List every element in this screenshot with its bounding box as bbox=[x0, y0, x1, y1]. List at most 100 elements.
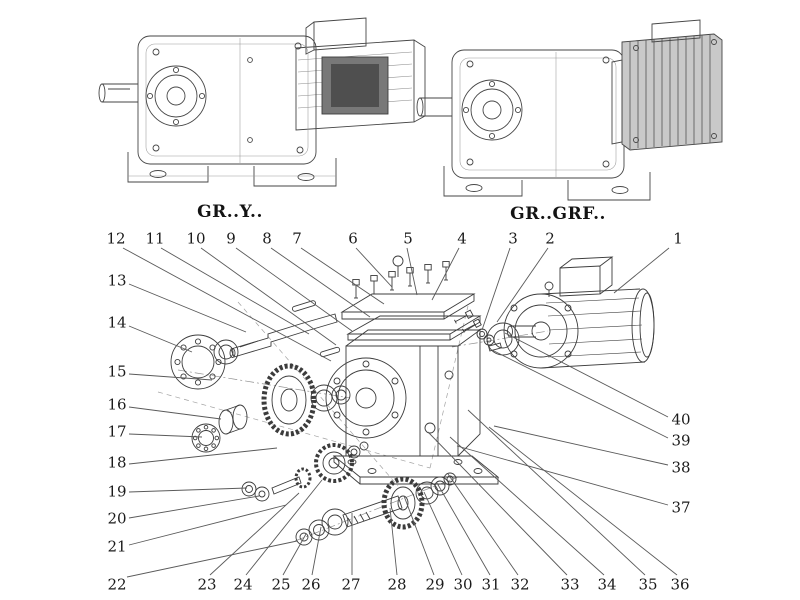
leader-line-37 bbox=[456, 445, 669, 506]
callout-13: 13 bbox=[107, 271, 127, 290]
flange-motor-block bbox=[621, 33, 723, 151]
gear-housing bbox=[325, 329, 482, 457]
callout-9: 9 bbox=[226, 229, 236, 248]
gearbox-housing-left bbox=[137, 35, 317, 165]
callout-3: 3 bbox=[508, 229, 518, 248]
leader-line-17 bbox=[128, 433, 203, 438]
leader-line-31 bbox=[436, 482, 491, 576]
leader-line-28 bbox=[389, 507, 398, 576]
large-gear bbox=[261, 363, 317, 437]
oil-plug bbox=[444, 370, 454, 380]
leader-line-19 bbox=[128, 487, 248, 493]
leader-line-2 bbox=[496, 247, 549, 323]
exploded-view bbox=[157, 255, 655, 546]
callout-12: 12 bbox=[106, 229, 126, 248]
leader-line-9 bbox=[235, 247, 353, 332]
leader-line-11 bbox=[160, 247, 310, 335]
motor-fins-right bbox=[629, 35, 711, 149]
leader-line-13 bbox=[128, 283, 247, 333]
motor bbox=[503, 256, 655, 369]
leader-line-29 bbox=[403, 495, 435, 576]
callout-32: 32 bbox=[510, 575, 530, 594]
callout-6: 6 bbox=[348, 229, 358, 248]
callout-4: 4 bbox=[457, 229, 467, 248]
sleeve-and-bearing bbox=[191, 404, 248, 453]
output-shaft-left-view bbox=[102, 83, 138, 103]
callout-29: 29 bbox=[425, 575, 445, 594]
callout-23: 23 bbox=[197, 575, 217, 594]
callout-30: 30 bbox=[453, 575, 473, 594]
callout-31: 31 bbox=[481, 575, 501, 594]
callout-14: 14 bbox=[107, 313, 127, 332]
callout-19: 19 bbox=[107, 482, 127, 501]
callout-20: 20 bbox=[107, 509, 127, 528]
callout-11: 11 bbox=[145, 229, 165, 248]
callout-25: 25 bbox=[271, 575, 291, 594]
assembled-view-right bbox=[416, 19, 723, 201]
leader-line-20 bbox=[128, 495, 260, 519]
callout-33: 33 bbox=[560, 575, 580, 594]
intermediate-gear bbox=[314, 441, 369, 483]
leader-line-18 bbox=[128, 447, 278, 465]
oil-seal bbox=[213, 339, 239, 365]
leader-line-34 bbox=[449, 436, 605, 576]
callout-40: 40 bbox=[671, 410, 691, 429]
callout-35: 35 bbox=[638, 575, 658, 594]
leader-line-40 bbox=[504, 332, 669, 418]
fan-cover bbox=[639, 292, 655, 358]
leader-line-5 bbox=[406, 247, 418, 296]
small-washers-pinion bbox=[241, 467, 312, 502]
left-view-label: GR..Y.. bbox=[197, 202, 263, 222]
leader-line-4 bbox=[431, 247, 460, 301]
right-view-label: GR..GRF.. bbox=[510, 204, 606, 224]
ball-bearing bbox=[191, 423, 221, 453]
bearing-flange bbox=[170, 334, 239, 390]
leader-line-15 bbox=[128, 373, 213, 381]
callout-28: 28 bbox=[387, 575, 407, 594]
mid-rings bbox=[310, 384, 351, 412]
leader-line-14 bbox=[128, 325, 193, 353]
callout-10: 10 bbox=[186, 229, 206, 248]
callout-38: 38 bbox=[671, 458, 691, 477]
leader-line-10 bbox=[200, 247, 337, 346]
callout-8: 8 bbox=[262, 229, 272, 248]
callout-22: 22 bbox=[107, 575, 127, 594]
mounting-feet bbox=[127, 152, 209, 183]
callout-7: 7 bbox=[292, 229, 302, 248]
callout-39: 39 bbox=[671, 431, 691, 450]
callout-1: 1 bbox=[673, 229, 683, 248]
leader-line-21 bbox=[128, 504, 287, 546]
leader-line-25 bbox=[282, 533, 307, 576]
callout-2: 2 bbox=[545, 229, 555, 248]
assembled-view-left bbox=[98, 17, 426, 187]
leader-line-33 bbox=[427, 431, 568, 576]
leader-line-7 bbox=[300, 247, 385, 305]
callout-34: 34 bbox=[597, 575, 617, 594]
leader-line-32 bbox=[447, 473, 519, 576]
motor-body-fins bbox=[545, 297, 643, 358]
leader-line-3 bbox=[481, 247, 511, 331]
callout-37: 37 bbox=[671, 498, 691, 517]
leader-line-35 bbox=[467, 409, 646, 576]
callout-27: 27 bbox=[341, 575, 361, 594]
leader-line-1 bbox=[613, 247, 670, 294]
callout-16: 16 bbox=[107, 395, 127, 414]
callout-24: 24 bbox=[233, 575, 253, 594]
callout-15: 15 bbox=[107, 362, 127, 381]
leader-line-24 bbox=[245, 479, 323, 576]
drain-plug bbox=[424, 422, 436, 434]
callout-18: 18 bbox=[107, 453, 127, 472]
cover-bolts bbox=[352, 255, 450, 299]
leader-line-16 bbox=[128, 406, 222, 420]
leader-line-30 bbox=[423, 491, 463, 576]
leader-line-39 bbox=[491, 349, 669, 439]
callout-17: 17 bbox=[107, 422, 127, 441]
leader-line-36 bbox=[488, 426, 678, 576]
leader-line-38 bbox=[493, 425, 669, 466]
leader-line-6 bbox=[355, 247, 393, 288]
callout-36: 36 bbox=[670, 575, 690, 594]
leader-line-8 bbox=[270, 247, 371, 318]
